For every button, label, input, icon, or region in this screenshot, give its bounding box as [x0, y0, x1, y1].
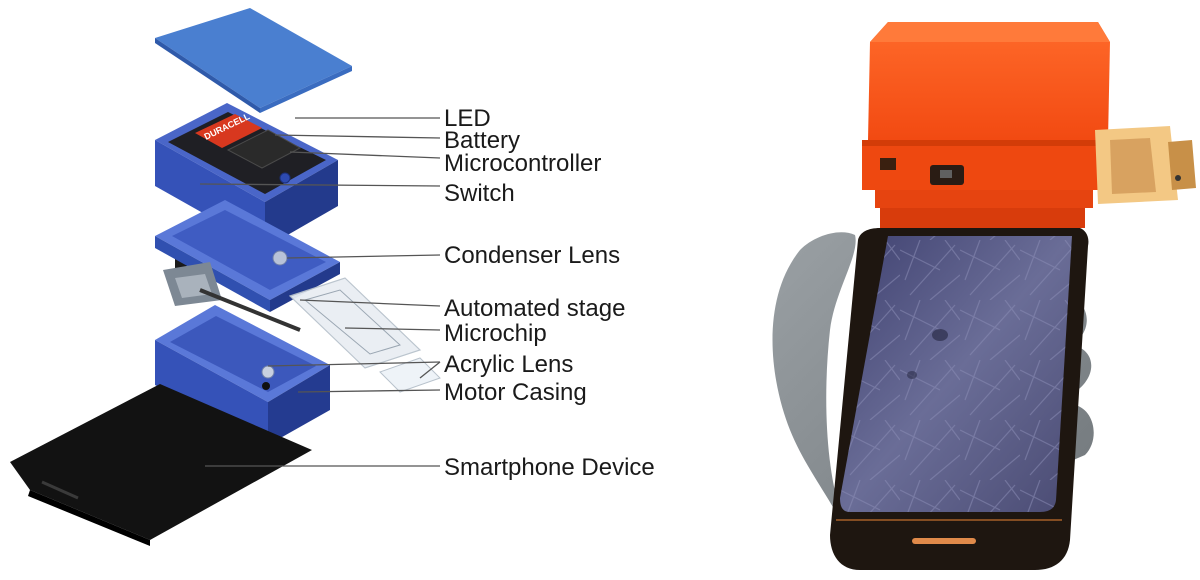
led-panel	[155, 8, 352, 113]
orange-attachment	[862, 22, 1196, 228]
leader-lines	[199, 117, 441, 467]
microcontroller-board	[226, 129, 302, 169]
labels: LED Battery Microcontroller Switch Conde…	[444, 105, 655, 481]
label-switch: Switch	[444, 180, 515, 207]
label-motor-casing: Motor Casing	[444, 379, 587, 406]
condenser-tray	[155, 200, 340, 312]
label-battery: Battery	[444, 127, 520, 154]
label-led: LED	[444, 105, 491, 132]
label-smartphone-device: Smartphone Device	[444, 454, 655, 481]
smartphone-shape	[10, 384, 312, 546]
label-automated-stage: Automated stage	[444, 295, 625, 322]
battery-shape	[195, 114, 262, 148]
exploded-view: DURACELL	[10, 8, 655, 546]
device-photo	[772, 22, 1196, 570]
phone-home-bar	[912, 538, 976, 544]
condenser-lens-shape	[272, 250, 288, 266]
label-microcontroller: Microcontroller	[444, 150, 601, 177]
label-condenser-lens: Condenser Lens	[444, 242, 620, 269]
label-microchip: Microchip	[444, 320, 547, 347]
label-acrylic-lens: Acrylic Lens	[444, 351, 573, 378]
